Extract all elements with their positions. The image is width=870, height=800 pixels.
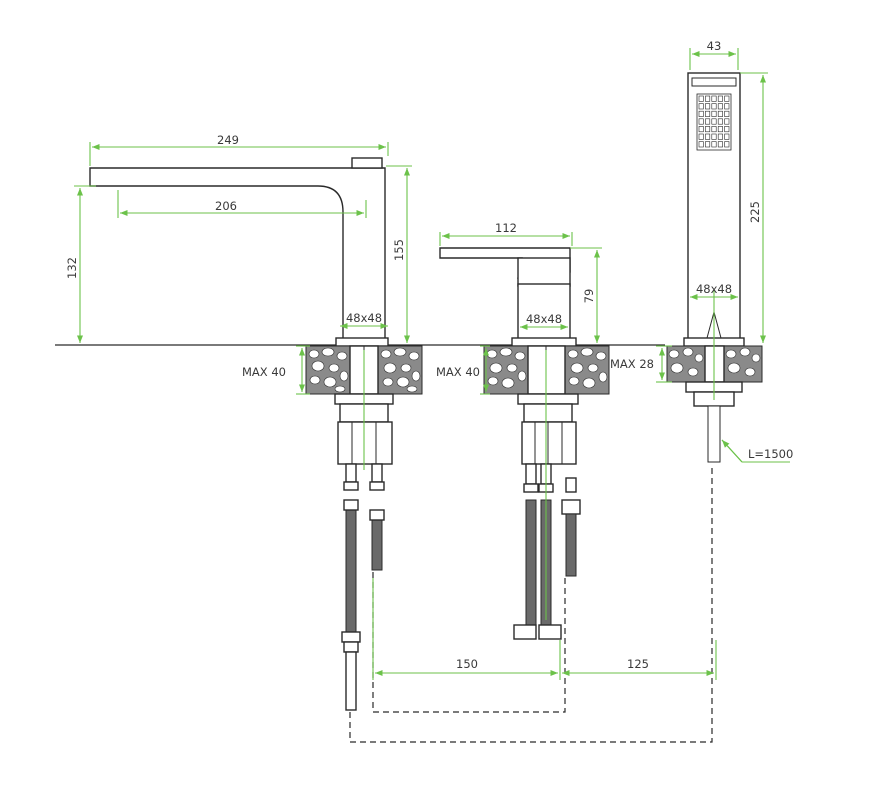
dim-deck-max-left: MAX 40: [242, 365, 286, 379]
shower-nozzle: [711, 118, 717, 125]
dim-deck-max-right: MAX 28: [610, 357, 654, 371]
dim-spacing-right: 125: [627, 657, 649, 671]
shower-nozzle: [717, 133, 723, 140]
shower-nozzle: [724, 141, 730, 148]
dim-shower-base: 48x48: [696, 282, 732, 296]
shower-nozzle: [711, 110, 717, 117]
dim-hose-length: L=1500: [748, 447, 793, 461]
shower-nozzle: [705, 141, 711, 148]
shower-nozzle: [724, 118, 730, 125]
hose-path-outer: [349, 465, 713, 743]
shower-nozzle: [717, 118, 723, 125]
dim-mixer-height: 79: [582, 289, 596, 304]
dim-spout-height: 132: [65, 257, 79, 279]
shower-nozzle: [724, 103, 730, 110]
shower-nozzle: [705, 118, 711, 125]
mixer-assembly: [439, 247, 610, 640]
dim-shower-width: 43: [707, 39, 722, 53]
dim-spout-total-height: 155: [392, 239, 406, 261]
shower-nozzle: [698, 133, 704, 140]
dim-shower-height: 225: [748, 201, 762, 223]
shower-nozzle: [698, 126, 704, 133]
shower-nozzle: [711, 103, 717, 110]
shower-nozzle: [711, 95, 717, 102]
shower-nozzle: [705, 110, 711, 117]
dim-spout-base: 48x48: [346, 311, 382, 325]
shower-nozzle: [705, 95, 711, 102]
shower-nozzle: [724, 95, 730, 102]
spout-assembly: [89, 157, 423, 711]
shower-nozzle: [711, 126, 717, 133]
dim-mixer-length: 112: [495, 221, 517, 235]
spout-hose-long: [345, 509, 357, 633]
dim-deck-max-mid: MAX 40: [436, 365, 480, 379]
dim-spout-length: 249: [217, 133, 239, 147]
spout-body: [89, 167, 386, 346]
shower-nozzle: [705, 126, 711, 133]
dim-spout-reach: 206: [215, 199, 237, 213]
hand-shower-assembly: [666, 72, 763, 463]
shower-nozzle: [698, 95, 704, 102]
shower-nozzle: [698, 118, 704, 125]
shower-nozzle: [705, 133, 711, 140]
shower-nozzle: [705, 103, 711, 110]
shower-nozzle: [717, 141, 723, 148]
shower-nozzle: [717, 110, 723, 117]
shower-nozzle: [717, 95, 723, 102]
dimension-lines: [74, 48, 790, 680]
dim-spacing-left: 150: [456, 657, 478, 671]
shower-nozzle: [724, 110, 730, 117]
shower-nozzle: [717, 126, 723, 133]
shower-hose: [707, 405, 721, 463]
shower-nozzle: [711, 141, 717, 148]
shower-nozzle: [698, 103, 704, 110]
dim-mixer-base: 48x48: [526, 312, 562, 326]
spout-base-flange: [335, 337, 389, 347]
shower-nozzle: [717, 103, 723, 110]
shower-nozzle: [698, 141, 704, 148]
spout-cap: [351, 157, 383, 169]
shower-nozzle: [724, 126, 730, 133]
shower-nozzle: [724, 133, 730, 140]
spout-hose-short: [371, 519, 383, 571]
shower-nozzle: [698, 110, 704, 117]
shower-nozzle: [711, 133, 717, 140]
